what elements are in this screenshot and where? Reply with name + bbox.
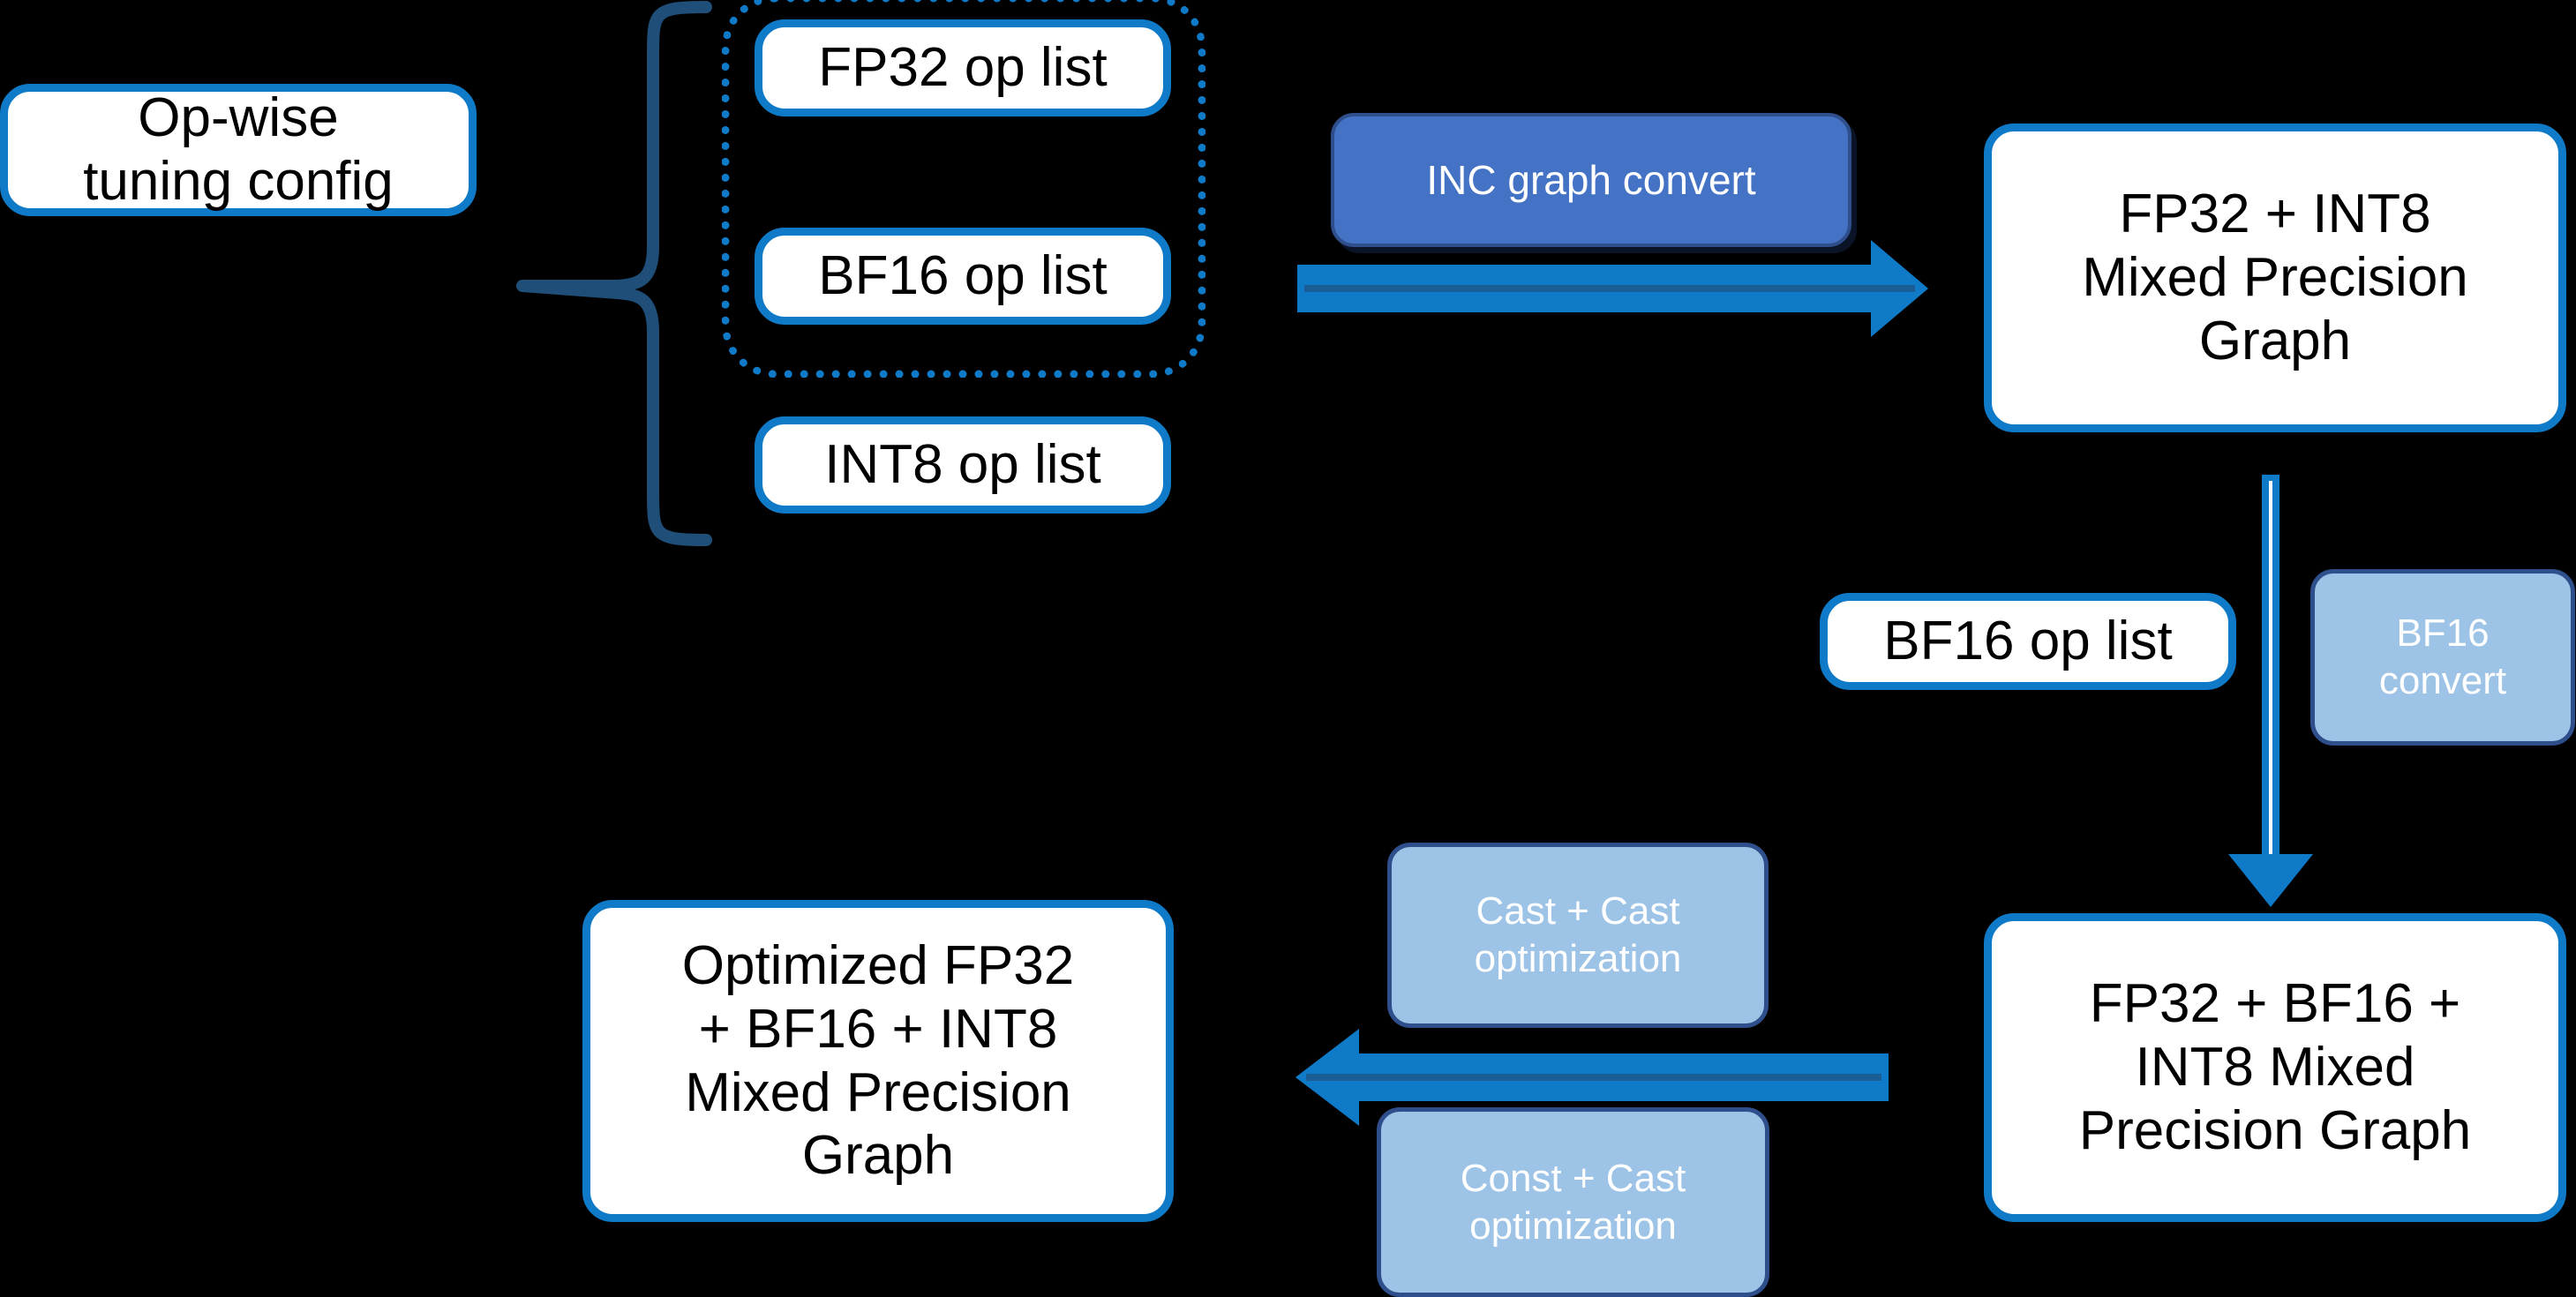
- chip-label-line: Const + Cast: [1460, 1156, 1686, 1200]
- chip-bf16-convert[interactable]: BF16 convert: [2310, 569, 2575, 746]
- node-line: INT8 op list: [824, 434, 1101, 496]
- node-line: + BF16 + INT8: [698, 998, 1058, 1060]
- fp32-bf16-group-outline: [722, 0, 1205, 378]
- node-line: FP32 + INT8: [2119, 184, 2431, 245]
- node-line: Mixed Precision: [685, 1061, 1071, 1123]
- arrow-oplists-to-fp32int8-icon: [1297, 240, 1928, 337]
- chip-label-line: BF16: [2396, 611, 2490, 656]
- node-fp32-bf16-int8-mixed-precision-graph[interactable]: FP32 + BF16 + INT8 Mixed Precision Graph: [1984, 913, 2566, 1222]
- node-line: Optimized FP32: [681, 934, 1075, 996]
- node-int8-op-list[interactable]: INT8 op list: [755, 416, 1171, 514]
- node-op-wise-tuning-config[interactable]: Op-wise tuning config: [0, 84, 477, 216]
- chip-label-line: optimization: [1474, 937, 1682, 980]
- chip-inc-graph-convert[interactable]: INC graph convert: [1331, 113, 1851, 247]
- node-fp32-op-list[interactable]: FP32 op list: [755, 19, 1171, 116]
- node-optimized-mixed-precision-graph[interactable]: Optimized FP32 + BF16 + INT8 Mixed Preci…: [582, 900, 1174, 1222]
- node-bf16-op-list-2[interactable]: BF16 op list: [1820, 593, 2236, 690]
- chip-label: INC graph convert: [1426, 156, 1756, 203]
- node-line: BF16 op list: [818, 245, 1108, 307]
- chip-cast-cast-optimization[interactable]: Cast + Cast optimization: [1387, 843, 1769, 1028]
- node-fp32-int8-mixed-precision-graph[interactable]: FP32 + INT8 Mixed Precision Graph: [1984, 124, 2566, 432]
- node-line: FP32 op list: [818, 37, 1108, 99]
- node-line: FP32 + BF16 +: [2089, 973, 2461, 1035]
- arrow-fp32int8-to-fp32bf16int8-icon: [2228, 475, 2313, 907]
- chip-const-cast-optimization[interactable]: Const + Cast optimization: [1377, 1107, 1769, 1297]
- node-line: BF16 op list: [1883, 611, 2173, 672]
- node-line: Graph: [801, 1125, 955, 1187]
- node-line: Precision Graph: [2078, 1099, 2472, 1161]
- node-bf16-op-list[interactable]: BF16 op list: [755, 228, 1171, 325]
- chip-label-line: convert: [2378, 659, 2507, 702]
- node-line: Mixed Precision: [2082, 247, 2468, 309]
- chip-label-line: Cast + Cast: [1476, 889, 1680, 933]
- node-line: INT8 Mixed: [2135, 1037, 2415, 1098]
- chip-label-line: optimization: [1469, 1203, 1677, 1248]
- brace-config-to-op-lists-icon: [516, 1, 712, 546]
- node-line: Graph: [2198, 310, 2352, 371]
- node-line: tuning config: [83, 151, 394, 212]
- node-line: Op-wise: [138, 87, 339, 149]
